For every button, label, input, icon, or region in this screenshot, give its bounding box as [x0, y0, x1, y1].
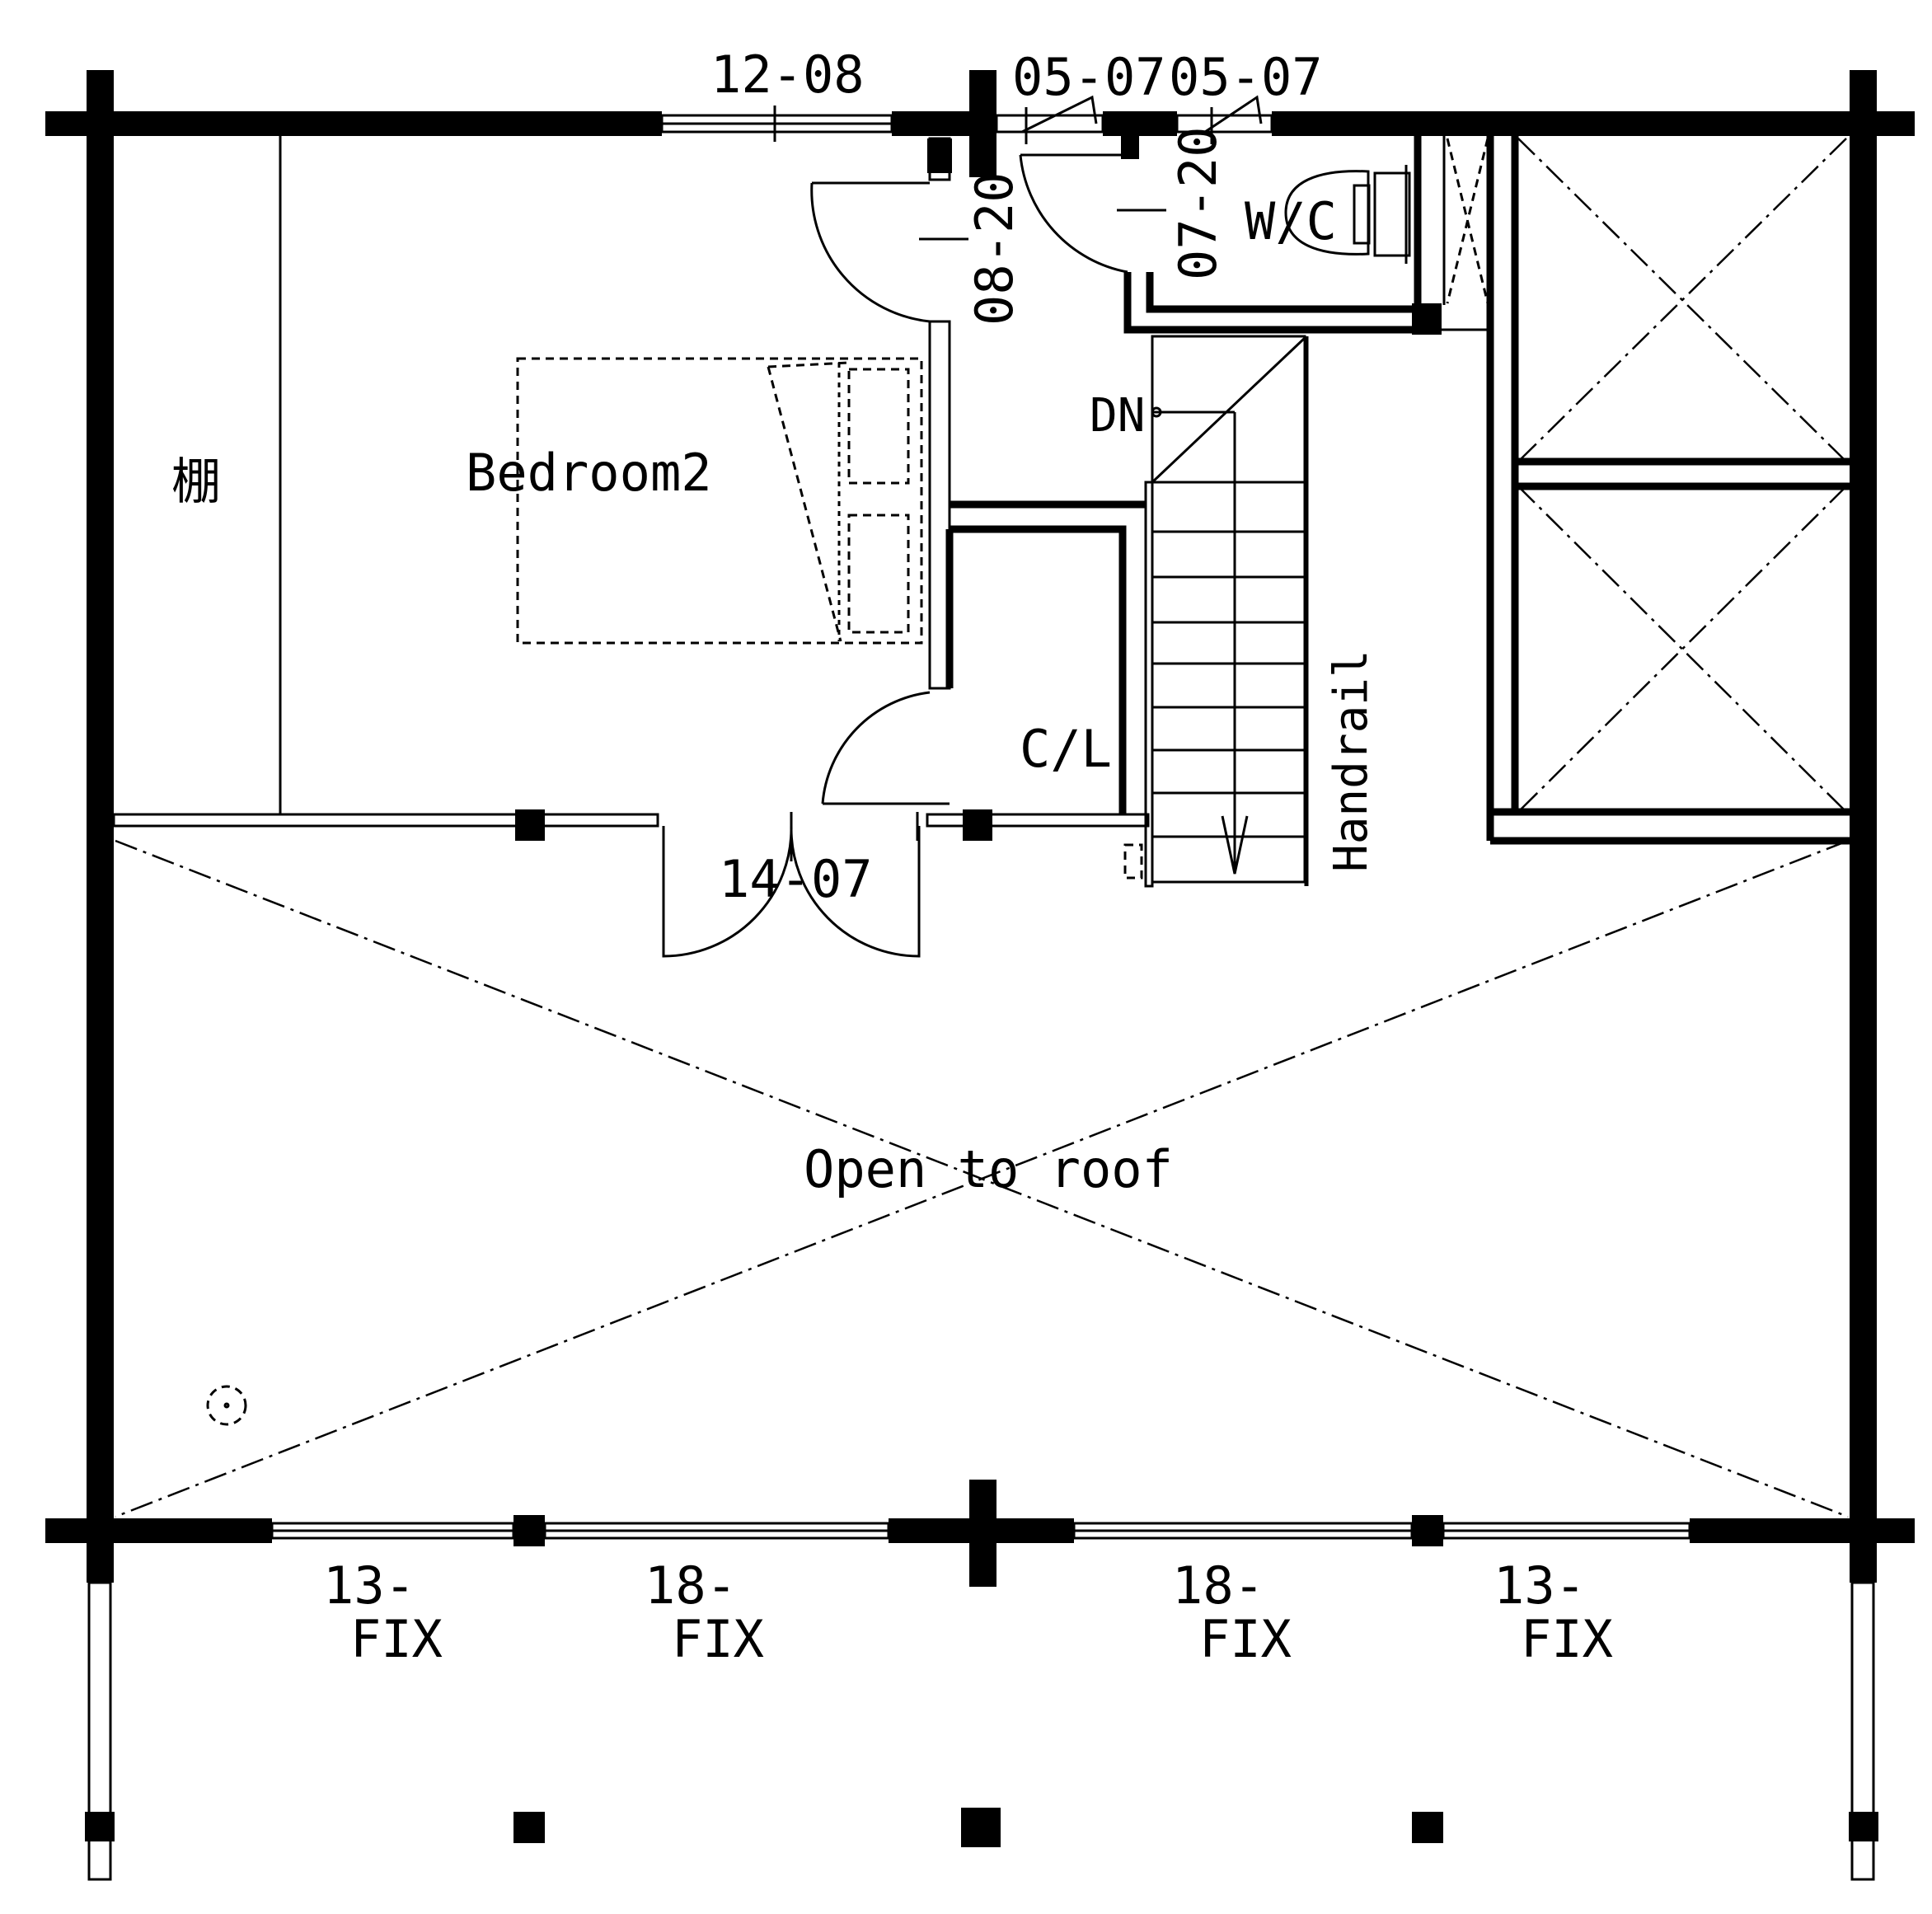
label-window-top-bedroom: 12-08	[710, 45, 865, 105]
right-wall	[1850, 132, 1877, 1583]
post-bottom-a	[513, 1515, 545, 1546]
doors	[662, 153, 1166, 958]
toilet-bowl	[1284, 170, 1370, 256]
bottom-wall-left	[45, 1518, 272, 1543]
label-window-b3-type: FIX	[1199, 1609, 1292, 1669]
label-window-b4-size: 13-	[1494, 1555, 1586, 1616]
label-window-b1-type: FIX	[350, 1609, 443, 1669]
window-top-b	[1175, 114, 1273, 134]
toilet-door-post	[1121, 136, 1139, 159]
left-wall	[87, 132, 114, 1583]
door-toilet	[1019, 153, 1128, 274]
pillow-1	[847, 368, 910, 485]
label-handrail: Handrail	[1325, 650, 1378, 872]
porch-rail-right	[1850, 1581, 1875, 1881]
label-stair-down: DN	[1090, 389, 1145, 443]
label-bedroom: Bedroom2	[466, 443, 712, 503]
label-window-b2-size: 18-	[645, 1555, 737, 1616]
label-window-b3-size: 18-	[1172, 1555, 1264, 1616]
bottom-wall-right	[1690, 1518, 1915, 1543]
porch-rail-left	[87, 1581, 112, 1881]
door-double	[662, 825, 921, 958]
porch-post-right	[1849, 1812, 1878, 1841]
porch	[85, 1581, 1878, 1881]
label-open-to-roof: Open to roof	[804, 1139, 1173, 1199]
post-top-center	[969, 70, 996, 177]
door-closet	[821, 691, 950, 805]
label-window-top-a: 05-07	[1012, 47, 1166, 107]
label-window-b1-size: 13-	[323, 1555, 415, 1616]
label-toilet: W/C	[1245, 191, 1337, 251]
storage-cross-marks	[1446, 138, 1847, 813]
exterior-walls	[45, 70, 1915, 1587]
ceiling-fixture	[206, 1385, 247, 1426]
toilet-tank	[1373, 171, 1411, 257]
label-window-top-b: 05-07	[1169, 47, 1323, 107]
label-window-b4-type: FIX	[1521, 1609, 1613, 1669]
labels: Bedroom2 棚 C/L W/C Open to roof DN Handr…	[171, 45, 1613, 1669]
open-to-roof-void	[115, 839, 1849, 1518]
label-window-b2-type: FIX	[672, 1609, 764, 1669]
closet-walls	[945, 500, 1146, 814]
post-bottom-center	[969, 1480, 996, 1587]
bedroom-south-wall-b	[926, 813, 1150, 828]
stair-start-dot	[1151, 406, 1162, 418]
porch-post-center	[961, 1808, 1001, 1847]
stair-outline	[1151, 335, 1306, 884]
top-wall-left	[45, 111, 662, 136]
toilet-fixture	[1284, 165, 1411, 264]
bed	[516, 357, 923, 645]
bedroom-south-wall-a	[112, 813, 659, 828]
porch-post-a	[513, 1812, 545, 1843]
porch-post-b	[1412, 1812, 1443, 1843]
top-wall-mid2	[1103, 111, 1177, 136]
door-bedroom	[810, 181, 931, 323]
storage-walls	[1414, 136, 1850, 845]
interior-walls	[112, 136, 1850, 845]
label-closet: C/L	[1020, 719, 1112, 779]
staircase	[1123, 328, 1309, 888]
bedroom-south-post	[515, 809, 545, 841]
door-post-top	[927, 138, 952, 173]
label-door-toilet: 07-20	[1168, 126, 1228, 280]
windows	[270, 95, 1691, 1540]
top-wall-right	[1272, 111, 1915, 136]
post-bottom-b	[1412, 1515, 1443, 1546]
bed-outline	[516, 357, 923, 645]
label-shelf: 棚	[171, 453, 221, 511]
label-door-double: 14-07	[719, 849, 873, 909]
top-wall-mid1	[892, 111, 974, 136]
window-top-a	[995, 114, 1104, 134]
label-door-bedroom: 08-20	[964, 171, 1025, 326]
pillow-2	[847, 514, 910, 634]
closet-south-post	[963, 809, 992, 841]
porch-post-left	[85, 1812, 115, 1841]
